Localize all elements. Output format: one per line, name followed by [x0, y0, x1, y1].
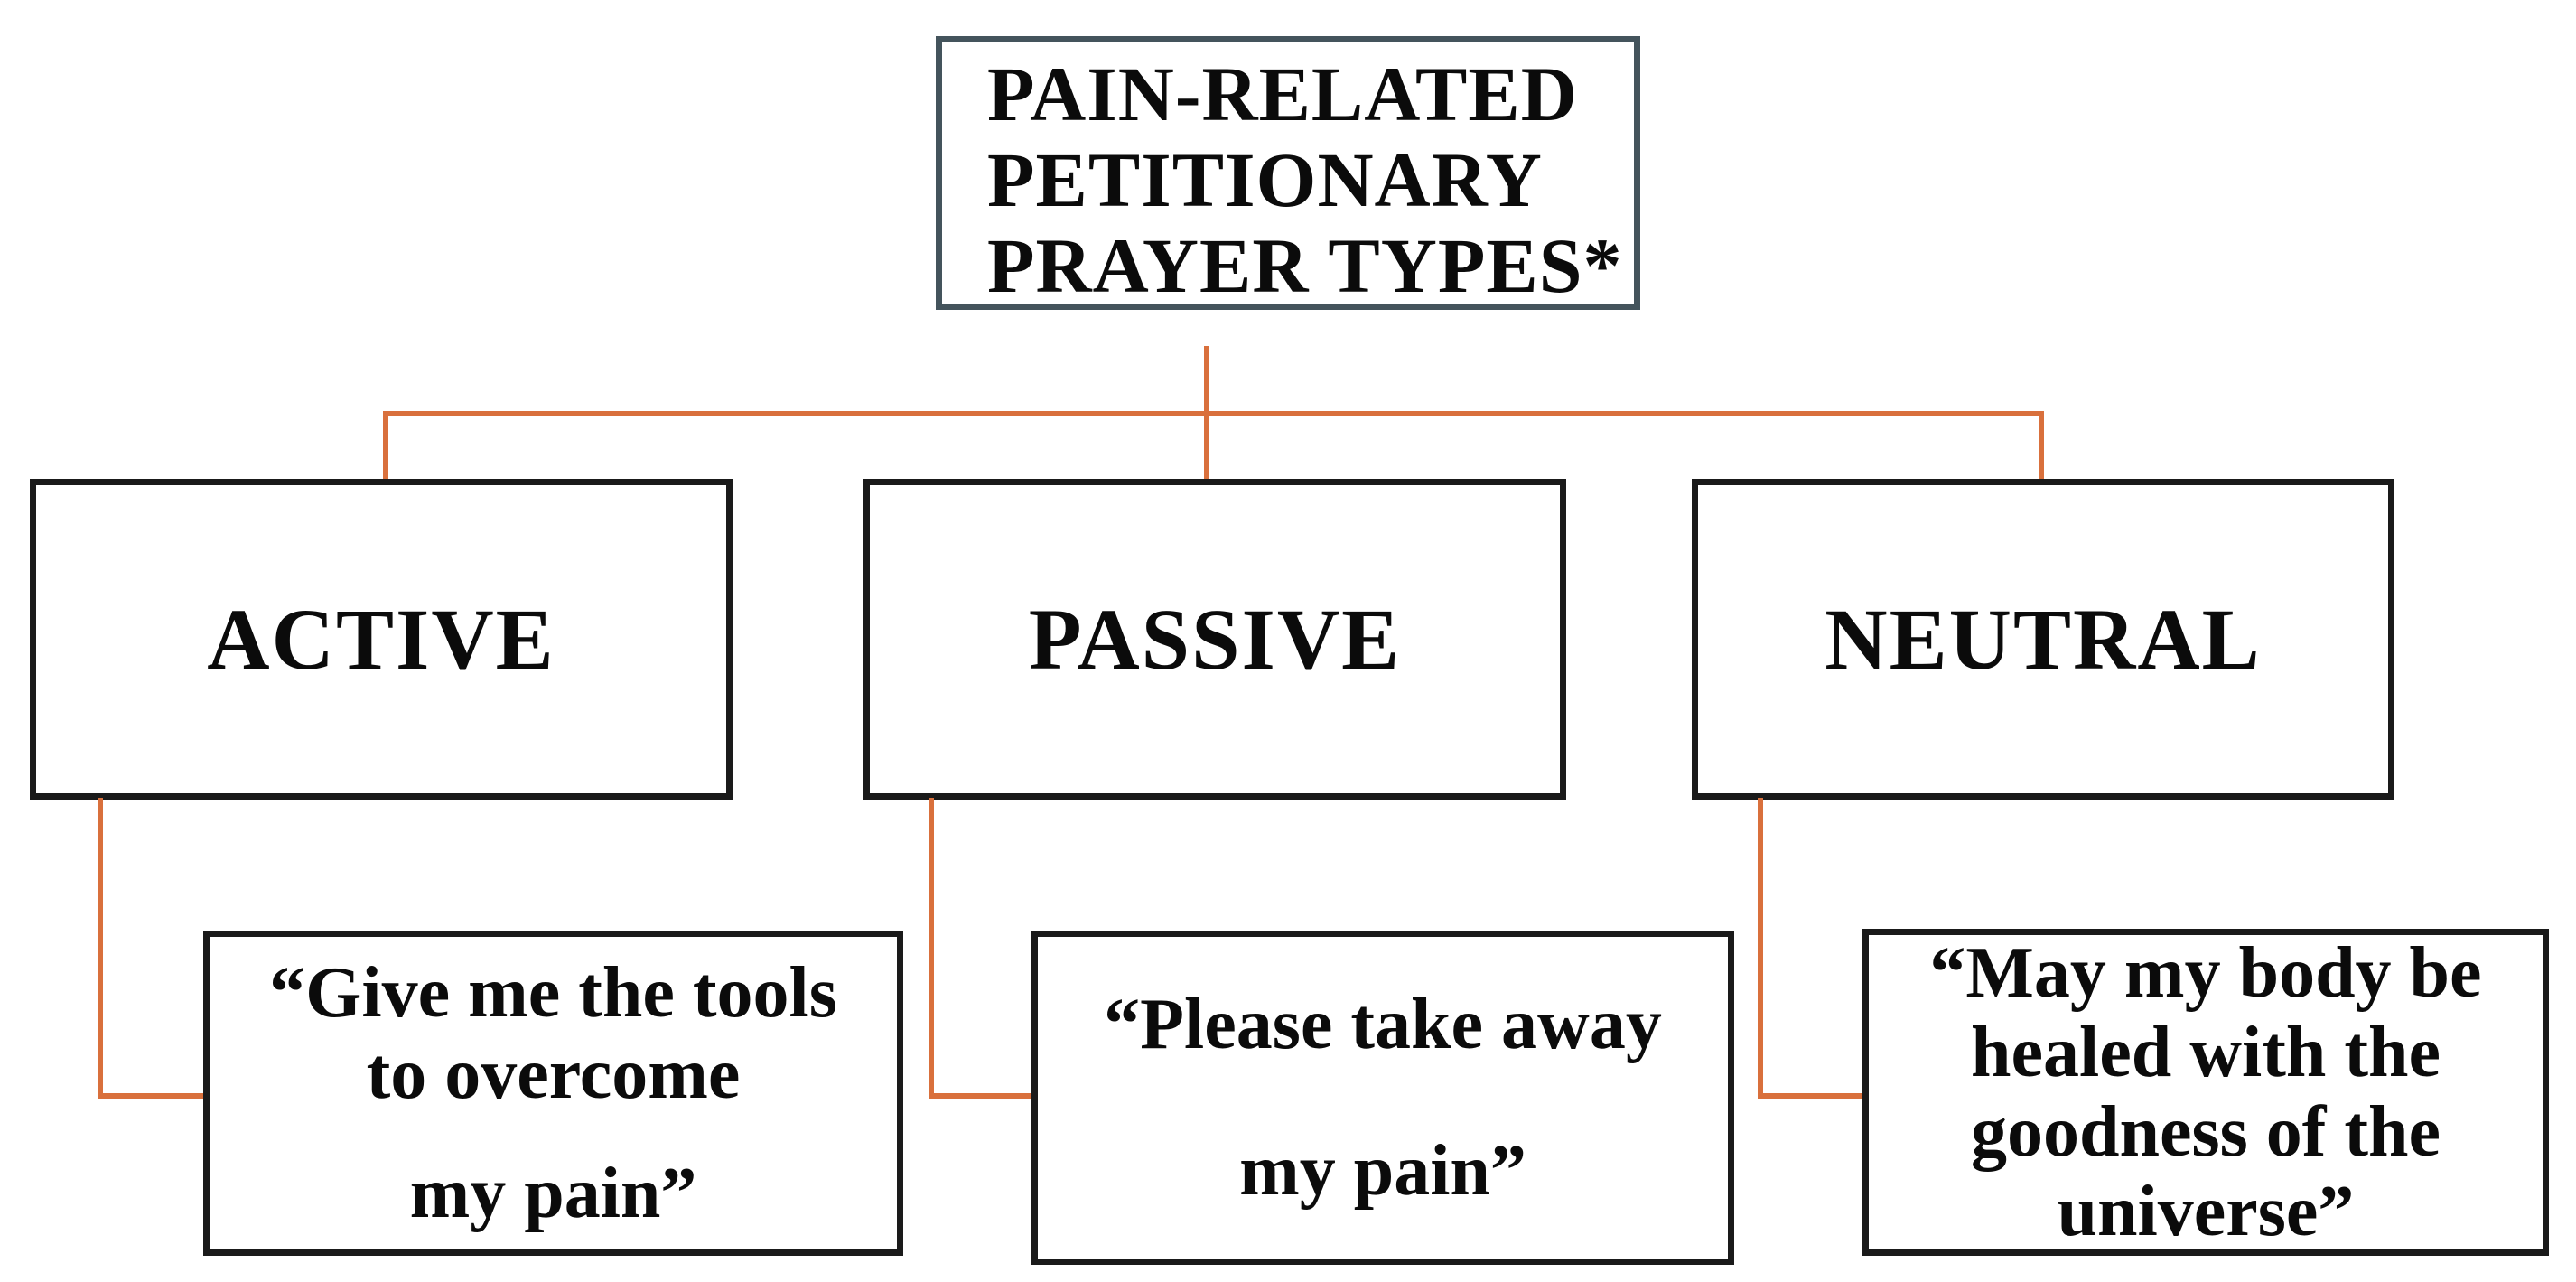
quote-active-line-3: my pain”	[409, 1154, 697, 1233]
quote-neutral-line-3: goodness of the	[1970, 1092, 2441, 1172]
connector-root-stem	[1204, 346, 1209, 418]
branch-label-active: ACTIVE	[207, 591, 555, 688]
branch-box-active: ACTIVE	[30, 479, 733, 800]
quote-box-active: “Give me the tools to overcome my pain”	[203, 931, 903, 1256]
quote-active-line-1: “Give me the tools	[269, 953, 837, 1033]
quote-passive-line-2: my pain”	[1239, 1131, 1526, 1211]
connector-passive-elbow-vertical	[929, 798, 934, 1099]
connector-drop-active	[383, 411, 388, 482]
connector-horizontal-rail	[383, 411, 2044, 416]
connector-neutral-elbow-horizontal	[1758, 1093, 1866, 1099]
quote-passive-line-1: “Please take away	[1104, 985, 1662, 1064]
title-line-1: PAIN-RELATED	[987, 51, 1578, 137]
quote-neutral-line-1: “May my body be	[1929, 933, 2482, 1013]
quote-box-passive: “Please take away my pain”	[1031, 931, 1734, 1265]
connector-passive-elbow-horizontal	[929, 1093, 1035, 1099]
quote-active-line-2: to overcome	[366, 1034, 741, 1114]
quote-box-neutral: “May my body be healed with the goodness…	[1862, 929, 2549, 1256]
quote-neutral-line-4: universe”	[2057, 1172, 2355, 1251]
quote-neutral-line-2: healed with the	[1971, 1013, 2441, 1092]
branch-label-neutral: NEUTRAL	[1825, 591, 2262, 688]
connector-drop-neutral	[2039, 411, 2044, 482]
branch-box-passive: PASSIVE	[863, 479, 1566, 800]
branch-box-neutral: NEUTRAL	[1692, 479, 2394, 800]
connector-drop-passive	[1204, 411, 1209, 482]
title-line-3: PRAYER TYPES*	[987, 222, 1623, 309]
root-box-prayer-types: PAIN-RELATED PETITIONARY PRAYER TYPES*	[936, 36, 1640, 310]
connector-active-elbow-vertical	[98, 798, 103, 1099]
connector-active-elbow-horizontal	[98, 1093, 207, 1099]
title-line-2: PETITIONARY	[987, 136, 1543, 223]
connector-neutral-elbow-vertical	[1758, 798, 1763, 1099]
branch-label-passive: PASSIVE	[1028, 591, 1402, 688]
